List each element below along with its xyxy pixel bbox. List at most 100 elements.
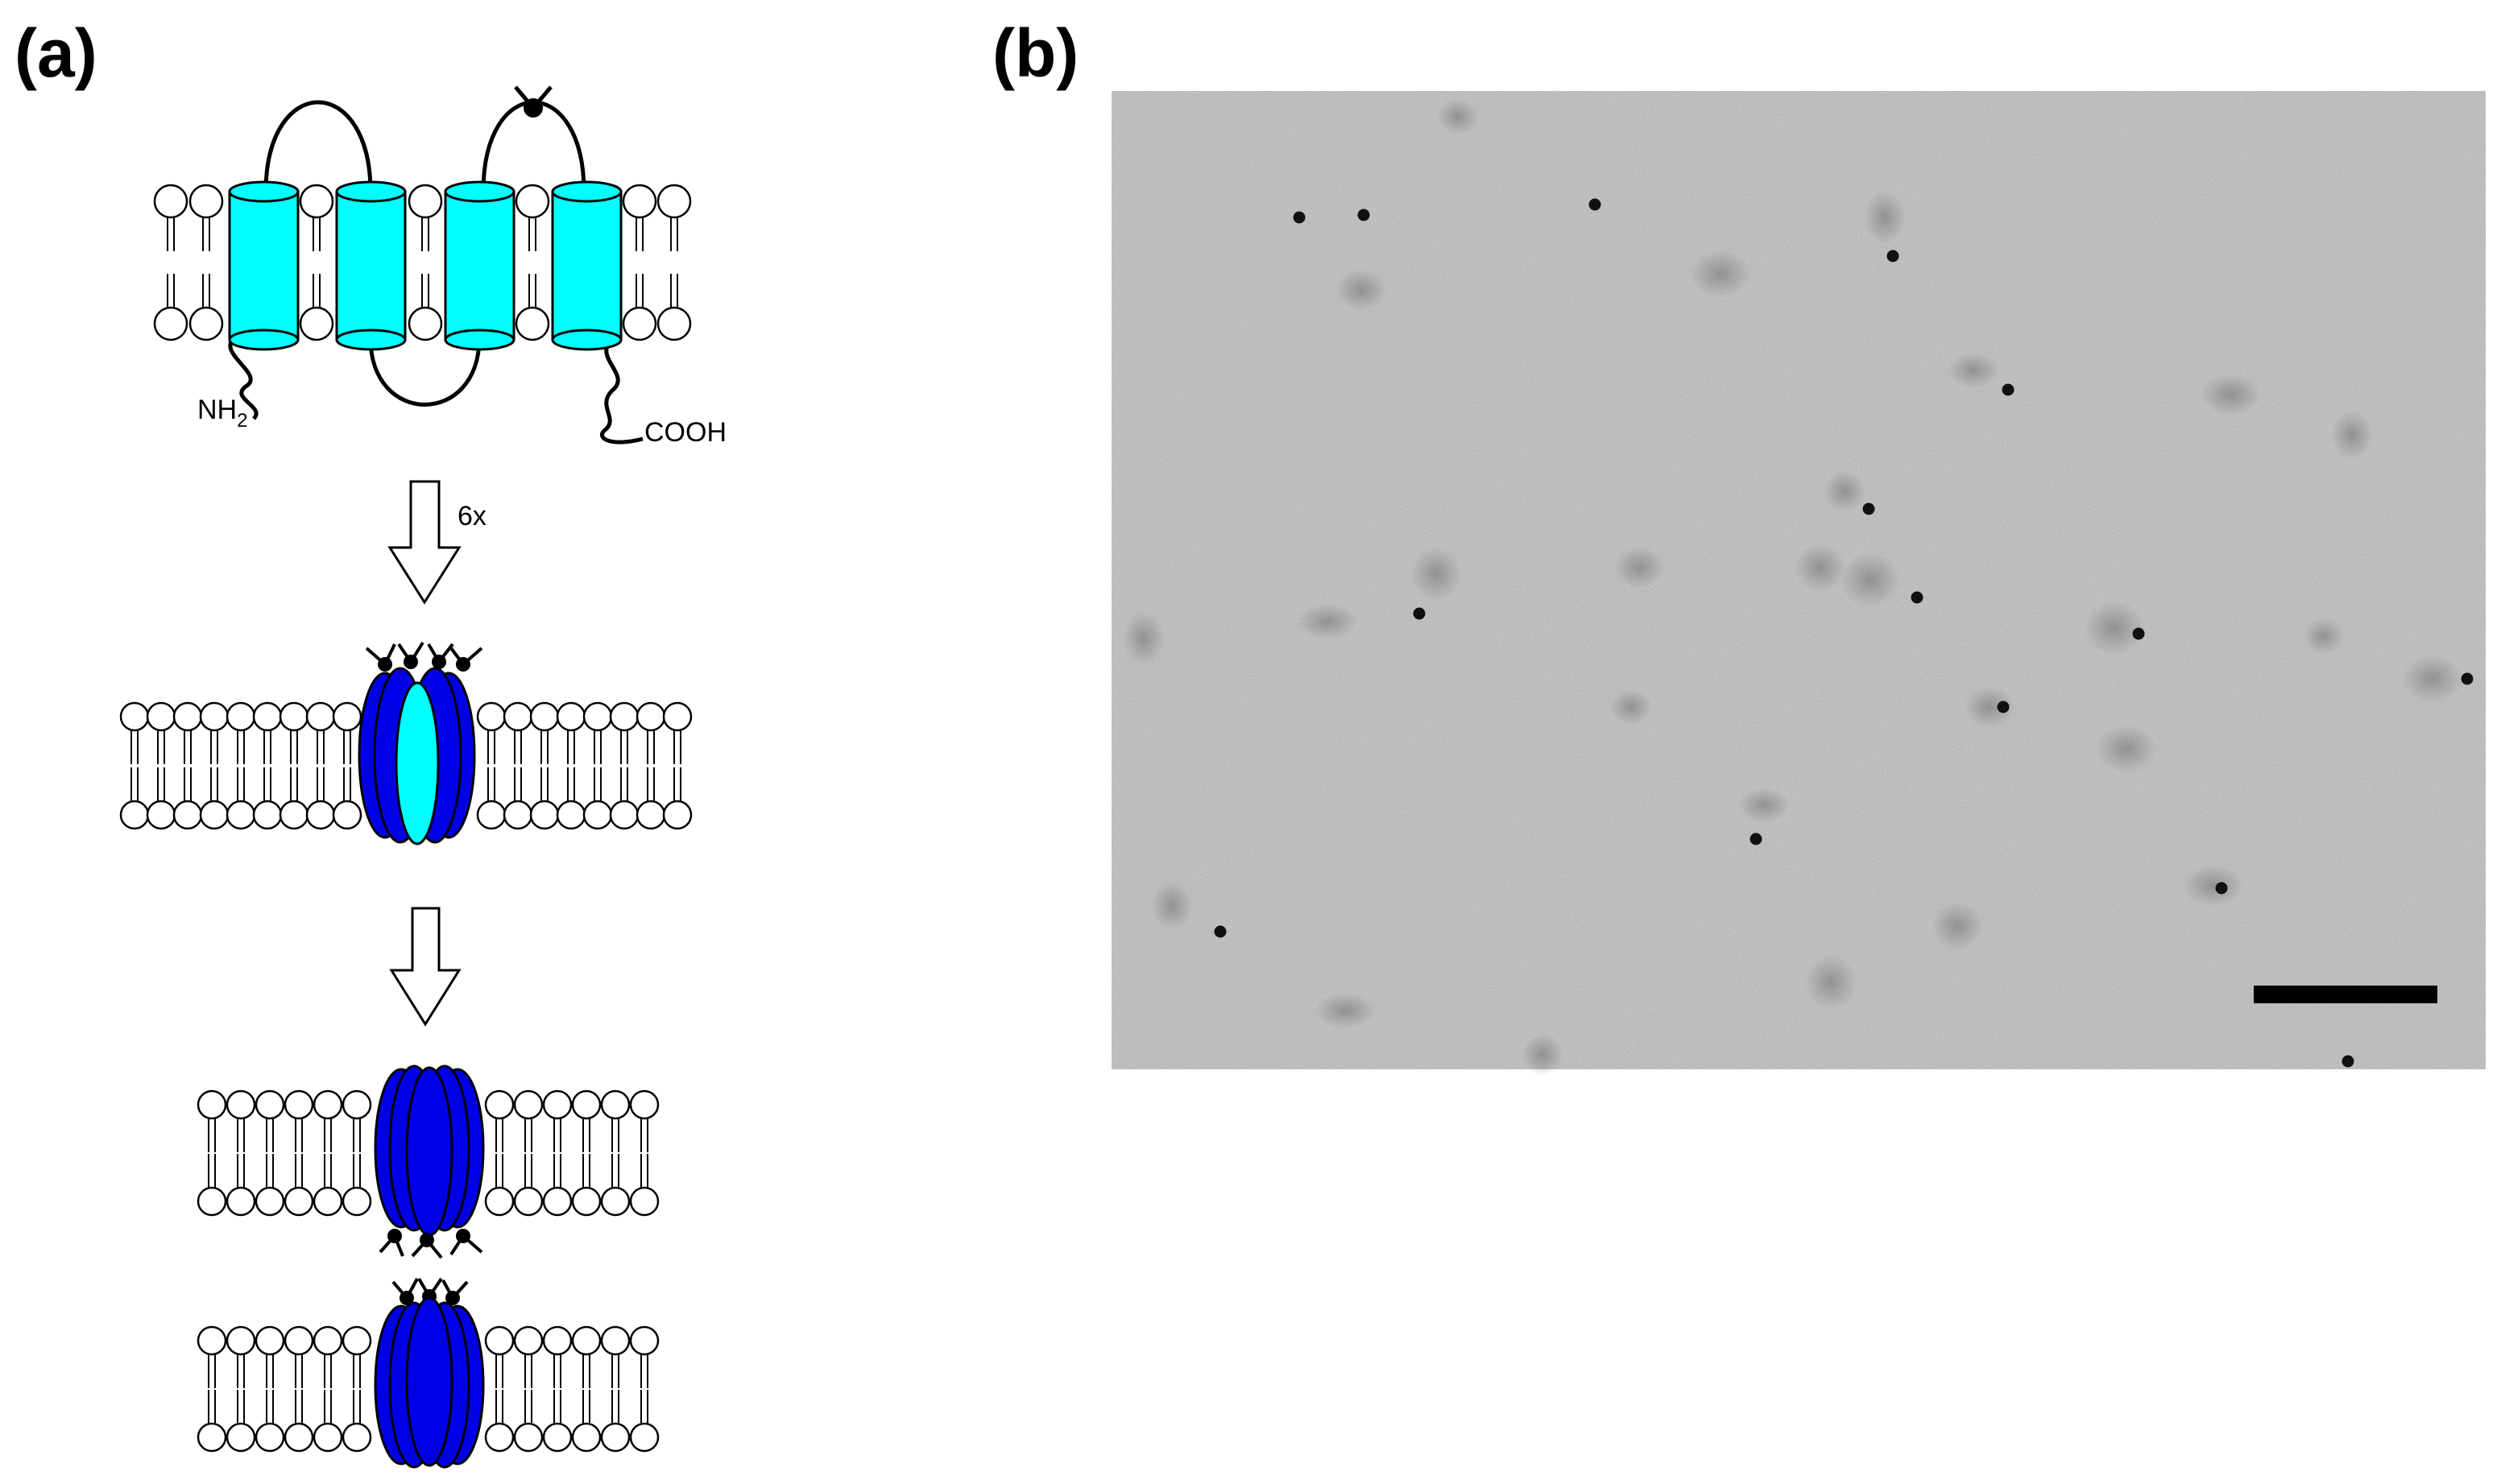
lipid-molecule: [542, 1089, 573, 1217]
lipid-molecule: [662, 701, 693, 830]
n-terminus-tail: [228, 337, 259, 420]
membrane-bilayer-cell2-right: [484, 1325, 660, 1453]
protein-particle: [2201, 374, 2262, 415]
gold-particle: [1749, 833, 1762, 845]
gold-particle: [1886, 250, 1899, 262]
protein-particle: [1297, 604, 1358, 639]
lipid-molecule: [226, 1325, 256, 1453]
protein-particle: [2183, 865, 2244, 907]
lipid-molecule: [255, 1325, 285, 1453]
lipid-molecule: [476, 701, 507, 830]
intracellular-loop: [368, 337, 482, 407]
lipid-molecule: [571, 1325, 602, 1453]
panel-label-b: (b): [992, 15, 1079, 91]
lipid-molecule: [503, 701, 533, 830]
protein-particle: [1315, 993, 1376, 1028]
lipid-molecule: [556, 701, 586, 830]
gold-particles: [1214, 198, 2474, 1068]
lipid-molecule: [571, 1089, 602, 1217]
lipid-molecule: [119, 701, 150, 830]
assembly-arrow: 6x: [387, 480, 487, 605]
gold-particle: [1588, 198, 1601, 211]
lipid-molecule: [255, 1089, 285, 1217]
membrane-bilayer-cell2-left: [197, 1325, 372, 1453]
protein-particle: [1613, 547, 1665, 589]
glycosylation-site: [514, 85, 553, 118]
lipid-molecule: [656, 184, 692, 341]
protein-particle: [2331, 411, 2373, 459]
lipid-molecule: [146, 701, 176, 830]
gold-particle: [2342, 1055, 2354, 1068]
lipid-molecule: [299, 184, 334, 341]
lipid-molecule: [600, 1325, 631, 1453]
membrane-bilayer-cell1-right: [484, 1089, 660, 1217]
lipid-molecule: [199, 701, 230, 830]
lipid-molecule: [629, 1325, 660, 1453]
connexon-upper: [374, 1064, 485, 1237]
lipid-molecule: [153, 184, 188, 341]
gold-particle: [1357, 209, 1370, 221]
protein-particle: [1964, 686, 2015, 728]
transmembrane-helix-2: [335, 180, 407, 351]
protein-particle: [1123, 611, 1165, 666]
lipid-molecule: [622, 184, 657, 341]
lipid-molecule: [529, 701, 560, 830]
lipid-molecule: [629, 1089, 660, 1217]
gold-particle: [2132, 627, 2145, 640]
protein-particle: [1690, 250, 1751, 298]
lipid-molecule: [342, 1089, 372, 1217]
lipid-molecule: [542, 1325, 573, 1453]
lipid-molecule: [252, 701, 283, 830]
lipid-molecule: [284, 1089, 314, 1217]
lipid-molecule: [197, 1089, 227, 1217]
lipid-molecule: [332, 701, 362, 830]
membrane-bilayer-left: [119, 701, 362, 830]
lipid-molecule: [636, 701, 666, 830]
scale-bar: [2254, 986, 2437, 1003]
nh2-main: NH: [197, 395, 237, 425]
transmembrane-helix-4: [551, 180, 623, 351]
lipid-molecule: [284, 1325, 314, 1453]
n-terminus-label: NH2: [197, 395, 247, 432]
upper-glycosylation: [379, 1229, 483, 1259]
protein-particles: [1123, 99, 2463, 1076]
lipid-molecule: [515, 184, 550, 341]
c-terminus-label: COOH: [644, 417, 727, 448]
protein-particle: [1151, 882, 1193, 930]
c-terminus-tail: [600, 337, 644, 444]
hexamer-glycosylation: [365, 641, 483, 672]
lipid-molecule: [313, 1089, 343, 1217]
lipid-molecule: [484, 1325, 515, 1453]
single-subunit-topology: NH2 COOH: [153, 85, 727, 448]
membrane-bilayer-right: [476, 701, 693, 830]
lipid-molecule: [342, 1325, 372, 1453]
panel-b-micrograph: [1112, 91, 2486, 1076]
protein-particle: [2402, 655, 2463, 703]
panel-a-schematic: NH2 COOH 6x: [119, 85, 727, 1469]
protein-particle: [1335, 269, 1387, 311]
connexon-hemichannel: [119, 641, 693, 845]
lipid-molecule: [226, 701, 256, 830]
gold-particle: [1214, 925, 1227, 938]
panel-label-a: (a): [14, 15, 97, 91]
gold-particle: [1293, 211, 1306, 224]
protein-particle: [1824, 470, 1865, 512]
protein-particle: [1948, 353, 1999, 388]
membrane-bilayer: [153, 184, 692, 341]
gold-particle: [2461, 672, 2474, 685]
protein-particle: [1840, 552, 1901, 607]
protein-particle: [1932, 902, 1983, 950]
lipid-molecule: [313, 1325, 343, 1453]
arrow-label-6x: 6x: [458, 501, 487, 531]
protein-particle: [1795, 544, 1846, 592]
membrane-bilayer-cell1-left: [197, 1089, 372, 1217]
lipid-molecule: [279, 701, 309, 830]
protein-particle: [1864, 190, 1906, 245]
protein-particle: [2096, 725, 2157, 773]
gold-particle: [1862, 502, 1875, 515]
gap-junction-channel: [197, 1064, 660, 1469]
docking-arrow: [389, 907, 462, 1027]
connexon-lower: [374, 1296, 485, 1469]
gold-particle: [1911, 591, 1923, 604]
